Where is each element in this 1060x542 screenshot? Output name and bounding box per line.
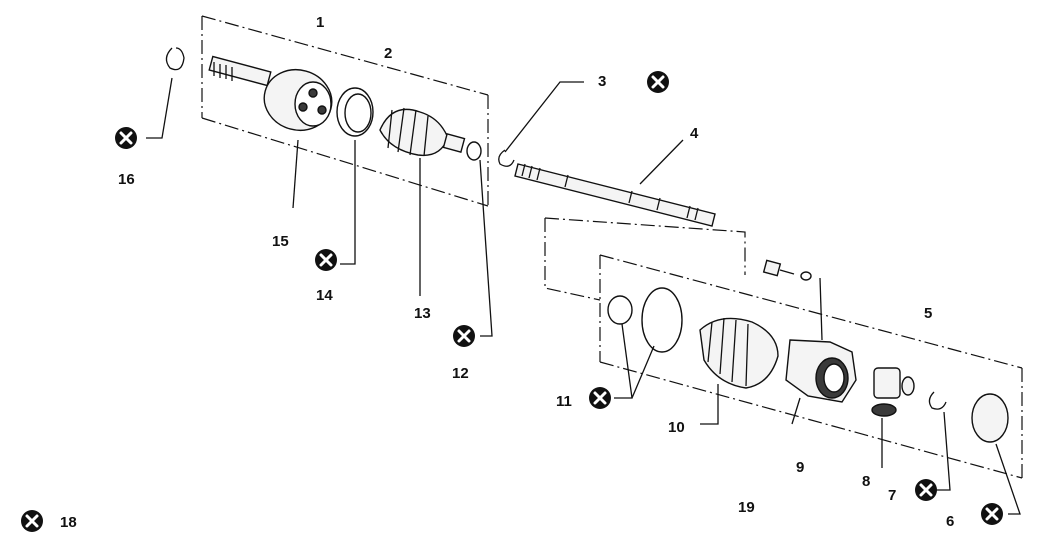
callout-13: 13 (414, 305, 431, 322)
inner-boot (699, 317, 779, 389)
circled-x-icon (979, 501, 1005, 527)
outer-boot-clamp-small (466, 141, 482, 161)
inner-joint-frame (599, 254, 1023, 479)
circled-x-icon (913, 477, 939, 503)
circled-x-icon (587, 385, 613, 411)
callout-15: 15 (272, 233, 289, 250)
circled-x-icon (313, 247, 339, 273)
outer-boot-clamp-large (336, 87, 374, 137)
callout-10: 10 (668, 419, 685, 436)
shaft-circlip (498, 149, 515, 167)
shaft-frame (544, 217, 746, 301)
callout-5: 5 (924, 305, 932, 322)
circled-x-icon (645, 69, 671, 95)
callout-14: 14 (316, 287, 333, 304)
callout-18: 18 (60, 514, 77, 531)
callout-7: 7 (888, 487, 896, 504)
callout-12: 12 (452, 365, 469, 382)
callout-11: 11 (556, 393, 572, 410)
dust-cover (971, 393, 1009, 443)
callout-19: 19 (738, 499, 755, 516)
inner-boot-clamp-large (641, 287, 683, 353)
leader-lines (146, 77, 1021, 515)
housing-bolt (762, 259, 812, 281)
replace-markers (19, 69, 1005, 534)
callout-3: 3 (598, 73, 606, 90)
inner-boot-clamp-small (607, 295, 633, 325)
inner-circlip (928, 391, 947, 410)
callout-8: 8 (862, 473, 870, 490)
callout-labels: 1 2 3 4 5 6 7 8 9 10 11 12 13 14 15 16 1… (60, 14, 954, 531)
circled-x-icon (451, 323, 477, 349)
callout-2: 2 (384, 45, 392, 62)
outer-circlip (165, 47, 185, 71)
circled-x-icon (113, 125, 139, 151)
outer-cv-joint-housing (263, 69, 333, 131)
circled-x-icon (19, 508, 45, 534)
callout-9: 9 (796, 459, 804, 476)
callout-4: 4 (690, 125, 699, 142)
callout-6: 6 (946, 513, 954, 530)
callout-1: 1 (316, 14, 324, 31)
tripod-spider (871, 367, 915, 417)
drive-shaft (514, 163, 716, 227)
outer-splined-stub (208, 55, 272, 87)
outer-boot (379, 107, 466, 157)
outer-joint-frame (201, 15, 489, 207)
callout-16: 16 (118, 171, 135, 188)
tripod-housing (785, 339, 857, 403)
